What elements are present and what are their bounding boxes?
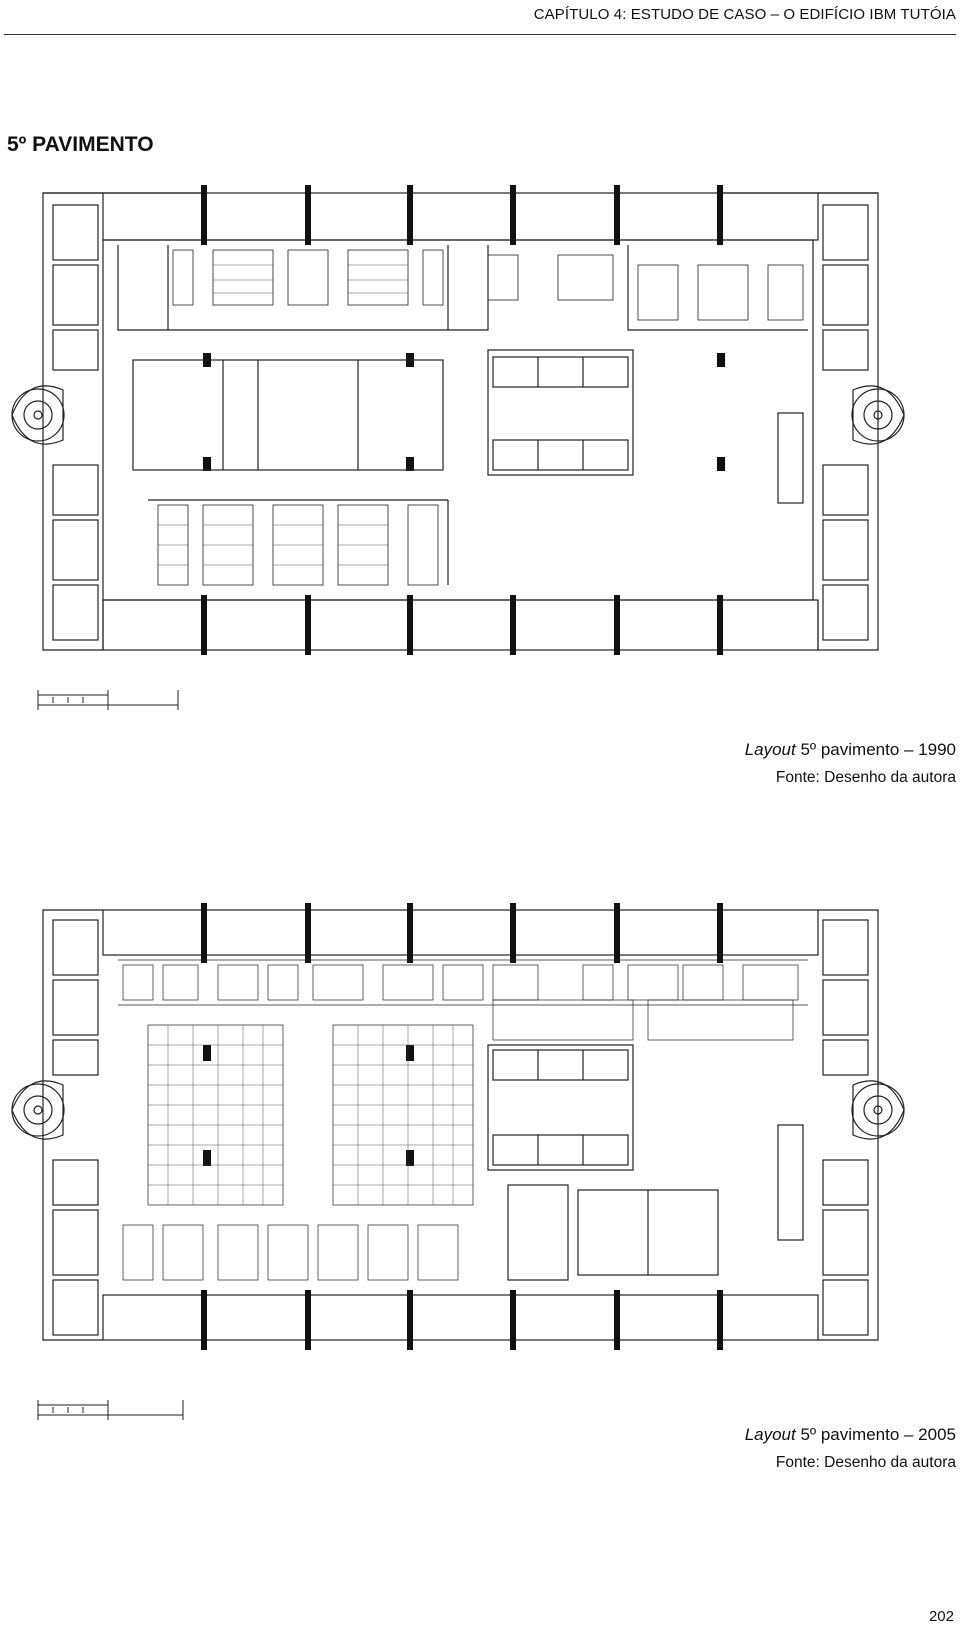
caption-italic-word: Layout	[744, 1425, 796, 1444]
figure-caption-1990: Layout 5º pavimento – 1990 Fonte: Desenh…	[745, 741, 956, 786]
caption-title: Layout 5º pavimento – 2005	[745, 1426, 956, 1443]
page-number: 202	[928, 1608, 954, 1625]
section-title: 5º PAVIMENTO	[7, 133, 154, 156]
caption-source: Fonte: Desenho da autora	[775, 769, 956, 786]
figure-caption-2005: Layout 5º pavimento – 2005 Fonte: Desenh…	[745, 1426, 956, 1471]
caption-text: 5º pavimento – 2005	[795, 1425, 956, 1444]
caption-title: Layout 5º pavimento – 1990	[745, 741, 956, 758]
floor-plan-1990	[8, 185, 926, 745]
caption-italic-word: Layout	[744, 740, 796, 759]
caption-source: Fonte: Desenho da autora	[775, 1454, 956, 1471]
running-header: CAPÍTULO 4: ESTUDO DE CASO – O EDIFÍCIO …	[533, 6, 956, 23]
floor-plan-2005	[8, 895, 926, 1450]
caption-text: 5º pavimento – 1990	[795, 740, 956, 759]
header-rule	[4, 34, 956, 35]
